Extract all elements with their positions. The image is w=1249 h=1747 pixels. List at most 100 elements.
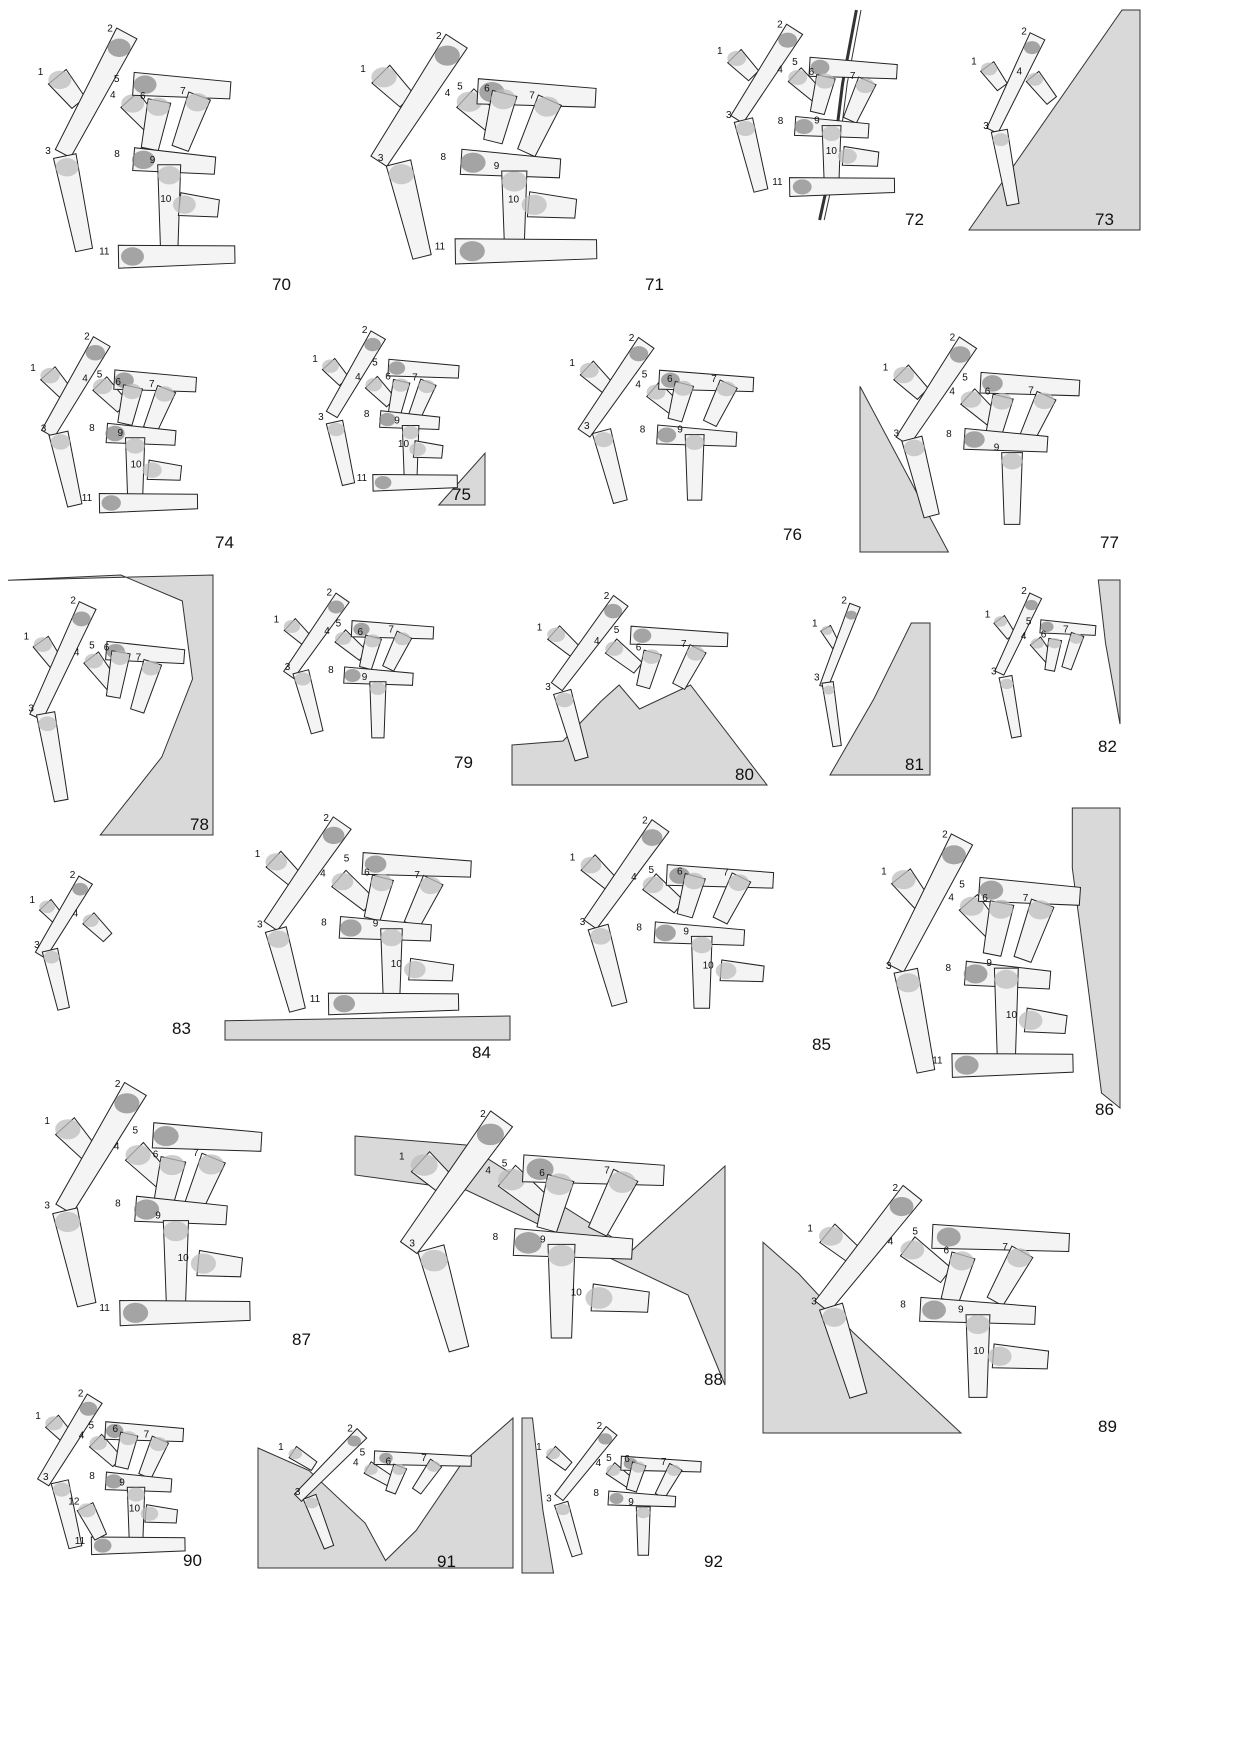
stroke-10-pressure-tone: [141, 1507, 159, 1521]
stroke-number: 4: [110, 90, 116, 101]
stroke-number: 1: [360, 64, 366, 75]
stroke-number: 5: [912, 1226, 918, 1237]
figure-number: 92: [704, 1552, 723, 1571]
stroke-number: 3: [584, 421, 590, 432]
stroke-number: 6: [153, 1149, 159, 1160]
stroke-7-pressure-tone: [609, 1171, 636, 1193]
stroke-4-pressure-tone: [364, 1464, 378, 1475]
stroke-number: 7: [149, 379, 155, 390]
stroke-2-pressure-tone: [846, 611, 857, 620]
stroke-number: 1: [569, 358, 575, 369]
stroke-6-pressure-tone: [816, 74, 835, 89]
stroke-number: 9: [540, 1234, 546, 1245]
stroke-1-pressure-tone: [821, 626, 832, 635]
stroke-1-pressure-tone: [727, 51, 746, 66]
stroke-1-pressure-tone: [39, 900, 55, 913]
stroke-number: 3: [894, 429, 900, 440]
stroke-1-pressure-tone: [581, 857, 602, 874]
stroke-9-pressure-tone: [636, 1507, 650, 1518]
stroke-9-pressure-tone: [822, 126, 841, 141]
stroke-number: 2: [480, 1109, 486, 1120]
stroke-3-pressure-tone: [44, 951, 60, 964]
stroke-number: 9: [494, 161, 500, 172]
stroke-2-pressure-tone: [86, 345, 105, 360]
stroke-number: 7: [388, 625, 394, 636]
stroke-number: 1: [35, 1411, 41, 1422]
stroke-number: 6: [985, 387, 991, 398]
stroke-1-pressure-tone: [322, 359, 339, 372]
stroke-7-pressure-tone: [150, 1437, 168, 1451]
stroke-number: 4: [631, 872, 637, 883]
stroke-number: 4: [324, 626, 330, 637]
figure-number: 77: [1100, 533, 1119, 552]
stroke-number: 3: [28, 703, 34, 714]
damaged-area: [860, 386, 948, 552]
stroke-number: 9: [628, 1497, 634, 1508]
stroke-1-pressure-tone: [266, 853, 288, 870]
stroke-8-pressure-tone: [655, 925, 676, 942]
stroke-number: 11: [932, 1056, 943, 1067]
stroke-number: 4: [596, 1458, 602, 1469]
stroke-number: 9: [373, 919, 379, 930]
stroke-10-pressure-tone: [409, 443, 426, 456]
stroke-number: 11: [75, 1536, 86, 1547]
stroke-number: 7: [529, 90, 535, 101]
stroke-6-pressure-tone: [950, 1251, 974, 1270]
figure-number: 71: [645, 275, 664, 294]
stroke-number: 2: [70, 596, 76, 607]
stroke-2-pressure-tone: [778, 33, 797, 48]
stroke-10-pressure-tone: [988, 1347, 1012, 1366]
stroke-4-pressure-tone: [1027, 73, 1043, 86]
stroke-1-pressure-tone: [547, 628, 565, 642]
stroke-number: 10: [129, 1503, 141, 1514]
stroke-number: 4: [949, 387, 955, 398]
stroke-number: 11: [357, 473, 368, 484]
stroke-number: 1: [985, 609, 991, 620]
stroke-10-pressure-tone: [1019, 1011, 1043, 1030]
stroke-9-pressure-tone: [1002, 453, 1023, 470]
stroke-number: 2: [78, 1389, 84, 1400]
stroke-number: 2: [629, 333, 635, 344]
stroke-2-pressure-tone: [1025, 600, 1038, 610]
stroke-number: 1: [44, 1116, 50, 1127]
stroke-10-pressure-tone: [522, 195, 547, 215]
stroke-number: 11: [99, 1303, 110, 1314]
stroke-6-pressure-tone: [392, 378, 409, 391]
stroke-4-pressure-tone: [788, 70, 807, 85]
stroke-9-pressure-tone: [691, 937, 712, 954]
stroke-number: 6: [1041, 630, 1047, 641]
stroke-number: 8: [493, 1232, 499, 1243]
stroke-8-pressure-tone: [964, 964, 988, 983]
stroke-number: 10: [391, 959, 403, 970]
stroke-number: 6: [636, 643, 642, 654]
stroke-number: 1: [881, 866, 887, 877]
stroke-1-pressure-tone: [893, 367, 914, 384]
stroke-number: 6: [386, 1457, 392, 1468]
stroke-9-pressure-tone: [127, 1488, 145, 1502]
stroke-number: 8: [593, 1488, 599, 1499]
stroke-3-pressure-tone: [389, 164, 414, 184]
stroke-number: 6: [113, 1424, 119, 1435]
stroke-number: 6: [982, 893, 988, 904]
stroke-7-pressure-tone: [729, 874, 750, 891]
damaged-area: [225, 1016, 510, 1040]
figure-84: 123456789101184: [225, 813, 510, 1062]
figure-number: 90: [183, 1551, 202, 1570]
figure-87: 123456789101187: [44, 1079, 311, 1349]
stroke-7-pressure-tone: [198, 1154, 223, 1174]
stroke-6-pressure-tone: [643, 649, 661, 663]
stroke-number: 6: [140, 91, 146, 102]
stroke-number: 9: [683, 926, 689, 937]
stroke-number: 7: [1023, 893, 1029, 904]
stroke-7-pressure-tone: [420, 877, 442, 894]
stroke-number: 3: [44, 1201, 50, 1212]
stroke-3-pressure-tone: [556, 693, 574, 707]
figure-number: 80: [735, 765, 754, 784]
figure-number: 83: [172, 1019, 191, 1038]
stroke-number: 7: [661, 1457, 667, 1468]
stroke-number: 3: [45, 146, 51, 157]
figure-83: 123483: [30, 870, 191, 1038]
stroke-5-pressure-tone: [389, 361, 406, 374]
stroke-number: 6: [624, 1454, 630, 1465]
stroke-number: 2: [597, 1421, 603, 1432]
